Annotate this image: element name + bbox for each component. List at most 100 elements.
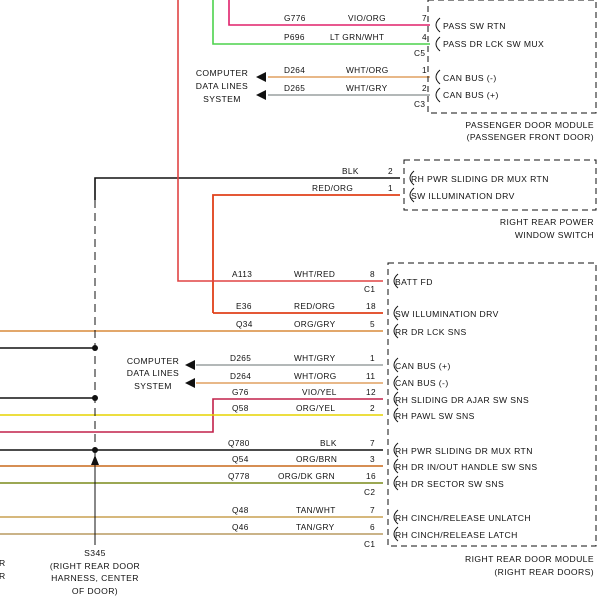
circuit-id: Q46 (232, 522, 249, 532)
signal-label: CAN BUS (+) (395, 361, 451, 371)
wire-color-code: VIO/YEL (302, 387, 337, 397)
signal-label: CAN BUS (+) (443, 90, 499, 100)
signal-label: RH PAWL SW SNS (395, 411, 475, 421)
arrow-left-icon (256, 72, 266, 82)
pin-number: 8 (370, 269, 375, 279)
can-bus-arrows (185, 72, 266, 388)
signal-label: SW ILLUMINATION DRV (411, 191, 515, 201)
splice-dot (92, 395, 98, 401)
wire-color-code: WHT/RED (294, 269, 335, 279)
circuit-id: P696 (284, 32, 305, 42)
pin-number: 6 (370, 522, 375, 532)
circuit-id: Q54 (232, 454, 249, 464)
computer-data-lines-label: DATA LINES (196, 81, 248, 91)
wire-color-code: TAN/GRY (296, 522, 335, 532)
wire-color-code: BLK (320, 438, 337, 448)
wire-red-org-switch[interactable] (212, 194, 400, 313)
wire-a113[interactable] (177, 0, 383, 282)
wire-color-code: TAN/WHT (296, 505, 336, 515)
signal-label: PASS SW RTN (443, 21, 506, 31)
signal-label: CAN BUS (-) (395, 378, 449, 388)
computer-data-lines-label: SYSTEM (203, 94, 241, 104)
circuit-id: Q48 (232, 505, 249, 515)
signal-label: RR DR LCK SNS (395, 327, 467, 337)
pin-number: 5 (370, 319, 375, 329)
wire-color-code: RED/ORG (312, 183, 353, 193)
window-switch-box[interactable] (403, 159, 597, 211)
signal-label: BATT FD (395, 277, 433, 287)
signal-label: RH PWR SLIDING DR MUX RTN (395, 446, 533, 456)
signal-label: CAN BUS (-) (443, 73, 497, 83)
signal-label: RH SLIDING DR AJAR SW SNS (395, 395, 529, 405)
splice-text: S345 (RIGHT REAR DOOR HARNESS, CENTER OF… (50, 548, 140, 596)
wire-color-code: ORG/YEL (296, 403, 335, 413)
circuit-id: Q780 (228, 438, 250, 448)
signal-label: RH CINCH/RELEASE UNLATCH (395, 513, 531, 523)
arrow-left-icon (185, 360, 195, 370)
module-subtitle: (RIGHT REAR DOORS) (494, 567, 594, 577)
wires (0, 0, 430, 545)
signal-label: RH DR SECTOR SW SNS (395, 479, 504, 489)
connector-id: C5 (414, 48, 425, 58)
wire-color-code: ORG/GRY (294, 319, 336, 329)
pin-number: 7 (422, 13, 427, 23)
cutoff-text: R (0, 571, 6, 581)
module-title: RIGHT REAR DOOR MODULE (465, 554, 594, 564)
rear-module-text: A113 WHT/RED 8 BATT FD C1 E36 RED/ORG 18… (127, 269, 594, 577)
circuit-id: D265 (284, 83, 305, 93)
window-switch-text: BLK 2 RH PWR SLIDING DR MUX RTN RED/ORG … (312, 166, 594, 240)
signal-label: RH CINCH/RELEASE LATCH (395, 530, 518, 540)
pin-number: 16 (366, 471, 376, 481)
circuit-id: E36 (236, 301, 252, 311)
pin-number: 7 (370, 438, 375, 448)
wire-color-code: WHT/ORG (346, 65, 389, 75)
computer-data-lines-label: DATA LINES (127, 368, 179, 378)
module-subtitle: (PASSENGER FRONT DOOR) (467, 132, 594, 142)
splice-description: OF DOOR) (72, 586, 118, 596)
module-title: RIGHT REAR POWER (500, 217, 594, 227)
circuit-id: Q778 (228, 471, 250, 481)
module-boxes (387, 0, 597, 547)
wire-color-code: VIO/ORG (348, 13, 386, 23)
cutoff-text: R (0, 558, 6, 568)
pin-number: 1 (388, 183, 393, 193)
splice-arrow-head (91, 455, 99, 465)
connector-id: C1 (364, 539, 375, 549)
splice-dot (92, 447, 98, 453)
signal-label: PASS DR LCK SW MUX (443, 39, 544, 49)
connector-id: C1 (364, 284, 375, 294)
wire-color-code: WHT/ORG (294, 371, 337, 381)
splice-id: S345 (84, 548, 106, 558)
wire-color-code: BLK (342, 166, 359, 176)
wire-color-code: RED/ORG (294, 301, 335, 311)
circuit-id: G76 (232, 387, 249, 397)
circuit-id: A113 (232, 269, 252, 279)
computer-data-lines-label: SYSTEM (134, 381, 172, 391)
connector-id: C3 (414, 99, 425, 109)
splice-dot (92, 345, 98, 351)
circuit-id: D264 (284, 65, 305, 75)
wire-p696[interactable] (212, 0, 430, 45)
passenger-door-module-box[interactable] (427, 0, 597, 114)
wire-color-code: ORG/BRN (296, 454, 337, 464)
connector-brackets (393, 17, 441, 542)
wire-g776[interactable] (228, 0, 430, 26)
computer-data-lines-label: COMPUTER (196, 68, 248, 78)
arrow-left-icon (185, 378, 195, 388)
pin-number: 1 (370, 353, 375, 363)
module-subtitle: WINDOW SWITCH (515, 230, 594, 240)
wire-color-code: ORG/DK GRN (278, 471, 335, 481)
wire-color-code: LT GRN/WHT (330, 32, 384, 42)
splice-description: (RIGHT REAR DOOR (50, 561, 140, 571)
rear-door-module-box[interactable] (387, 262, 597, 547)
module-title: PASSENGER DOOR MODULE (465, 120, 594, 130)
wire-color-code: WHT/GRY (346, 83, 388, 93)
circuit-id: G776 (284, 13, 306, 23)
pin-number: 4 (422, 32, 427, 42)
wire-blk-switch[interactable] (94, 177, 400, 200)
signal-label: RH DR IN/OUT HANDLE SW SNS (395, 462, 538, 472)
circuit-id: D265 (230, 353, 251, 363)
computer-data-lines-label: COMPUTER (127, 356, 179, 366)
passenger-module-text: G776 VIO/ORG 7 PASS SW RTN P696 LT GRN/W… (196, 13, 594, 142)
